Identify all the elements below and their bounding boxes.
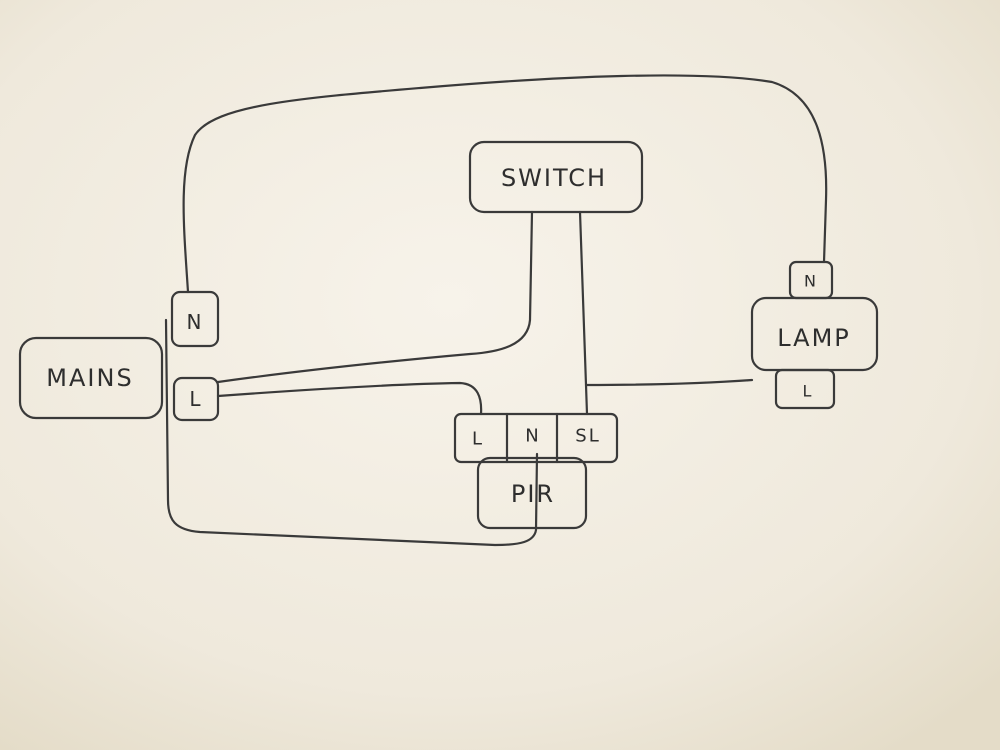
mains-label: MAINS [46,364,133,392]
mains-neutral-terminal: N [170,290,220,348]
mains-live-terminal: L [172,376,220,422]
switch-label: SWITCH [501,164,607,192]
pir-box [476,456,588,530]
switch-component: SWITCH [468,140,644,214]
mains-n-box [170,290,220,348]
mains-component: MAINS [18,336,164,420]
wire-mains-live-to-pir-live [216,381,483,416]
wire-neutral-mains-to-lamp [182,74,828,294]
mains-l-label: L [189,387,202,411]
wire-pir-neutral-return [164,318,539,547]
mains-l-box [172,376,220,422]
wire-switch-to-mains-live [216,210,534,384]
mains-n-label: N [187,310,204,334]
lamp-l-box [774,368,836,410]
wire-pir-switched-live [584,383,589,416]
lamp-n-box [788,260,834,300]
lamp-l-label: L [803,382,814,401]
pir-l-label: L [472,429,484,450]
switch-box [468,140,644,214]
lamp-live-terminal: L [774,368,836,410]
lamp-label: LAMP [777,324,851,352]
pir-sl-label: SL [575,426,600,447]
pir-n-label: N [525,426,540,447]
lamp-neutral-terminal: N [788,260,834,300]
wire-switch-to-lamp [578,210,754,387]
pir-component: PIR [476,456,588,530]
pir-label: PIR [511,480,555,508]
lamp-n-label: N [804,272,818,291]
mains-box [18,336,164,420]
